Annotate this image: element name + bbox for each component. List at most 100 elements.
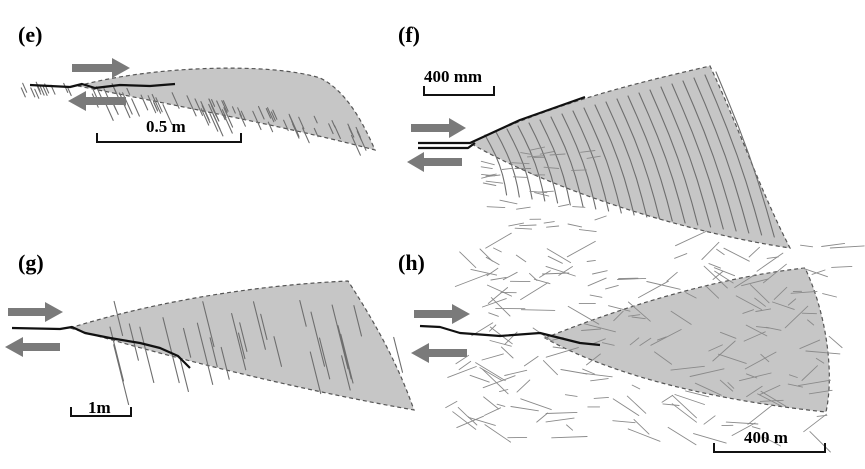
panel-h-fracture — [807, 319, 815, 326]
panel-e-fracture — [328, 123, 334, 135]
panel-f-fracture — [529, 190, 548, 194]
panel-h-fracture — [552, 346, 566, 349]
panel-e-fracture — [240, 110, 246, 121]
panel-f-left-slip-arrow — [407, 152, 462, 172]
panel-h-fracture — [822, 293, 837, 298]
panel-h-fracture — [760, 353, 770, 363]
panel-f-fracture — [539, 119, 571, 206]
panel-g-fracture — [299, 299, 307, 327]
panel-h-fracture — [748, 246, 760, 258]
panel-f-fracture — [529, 146, 546, 151]
panel-h-fracture — [582, 368, 595, 375]
panel-f-fracture — [488, 174, 501, 177]
panel-h-fracture — [749, 284, 770, 304]
panel-e-scale-bar — [96, 133, 242, 143]
panel-h-fracture — [831, 265, 853, 268]
panel-h-fracture — [798, 379, 831, 387]
panel-h-fracture — [746, 373, 758, 379]
panel-h-fracture — [586, 259, 596, 262]
panel-h-fracture — [631, 316, 646, 320]
panel-e-fracture — [126, 87, 131, 95]
panel-e-fracture — [20, 87, 26, 98]
panel-e-fractures — [20, 81, 367, 156]
panel-h-fracture — [605, 284, 619, 290]
panel-h-fracture — [693, 433, 727, 444]
panel-h-fracture — [587, 277, 607, 287]
panel-e-fracture — [30, 87, 36, 98]
panel-h-main-fault — [419, 324, 601, 347]
panel-e-damage-zone — [77, 67, 377, 151]
panel-h-fracture — [828, 335, 843, 349]
panel-f-fracture — [627, 95, 673, 222]
panel-f-fracture — [649, 89, 699, 226]
panel-h-fracture — [745, 324, 768, 337]
panel-f-right-slip-arrow — [411, 118, 466, 138]
panel-e-fracture — [288, 115, 300, 138]
panel-h-fracture — [502, 271, 518, 281]
panel-e-fracture — [222, 100, 229, 112]
panel-h-fracture — [766, 256, 779, 259]
panel-h-fracture — [821, 242, 846, 247]
panel-h-fracture — [666, 271, 678, 282]
panel-h-fracture — [762, 263, 787, 284]
panel-h-fracture — [566, 240, 596, 258]
panel-h-fracture — [712, 271, 724, 280]
panel-h-fracture — [589, 294, 603, 298]
panel-h-fracture — [746, 385, 763, 398]
panel-g: (g) 1m — [5, 250, 415, 417]
panel-h-fracture — [685, 390, 710, 398]
panel-h-fracture — [541, 272, 570, 275]
panel-f-fracture — [528, 122, 559, 204]
panel-h-fracture — [800, 244, 814, 248]
panel-f-fracture — [514, 227, 533, 230]
panel-h-fracture — [801, 365, 818, 381]
panel-h-fracture — [734, 274, 756, 288]
panel-h-fracture — [803, 413, 827, 433]
panel-f-fracture — [519, 224, 537, 227]
panel-h-fracture — [536, 412, 549, 423]
panel-h-left-slip-arrow — [411, 343, 467, 363]
panel-h-fracture — [703, 265, 728, 289]
panel-e-fracture — [313, 127, 319, 138]
panel-g-fracture — [113, 300, 124, 337]
panel-h-fracture — [475, 362, 506, 382]
panel-e-fracture — [35, 81, 41, 92]
panel-h-fracture — [520, 309, 556, 311]
panel-h-fracture — [627, 428, 661, 442]
panel-h-right-slip-arrow — [414, 304, 470, 324]
panel-e-fracture — [221, 109, 227, 119]
panel-h-fracture — [674, 394, 705, 405]
panel-g-fracture — [341, 355, 351, 391]
panel-f-fracture — [520, 152, 533, 155]
panel-h-fracture — [608, 305, 631, 312]
panel-h-fracture — [458, 360, 472, 371]
panel-f-fracture — [571, 169, 587, 171]
panel-e-fracture — [231, 106, 236, 114]
panel-f-fracture — [534, 192, 550, 197]
panel-e-fracture — [39, 85, 45, 96]
panel-h-fracture — [725, 421, 759, 425]
panel-f-notch — [418, 142, 476, 150]
panel-e-fracture — [237, 107, 243, 117]
panel-e-fracture — [209, 113, 219, 132]
panel-f-fracture — [511, 162, 530, 165]
panel-f-fracture — [594, 104, 635, 216]
panel-h-fracture — [490, 276, 507, 281]
panel-h-fracture — [532, 327, 555, 343]
panel-e-fracture — [211, 99, 216, 107]
panel-f-damage-zone — [468, 65, 792, 249]
panel-h-fracture — [650, 329, 682, 346]
panel-h-fracture — [772, 301, 795, 310]
panel-e-fracture — [292, 123, 300, 139]
panel-h-fracture — [593, 396, 609, 399]
panel-h-fracture — [617, 277, 647, 280]
panel-e-fracture — [151, 93, 162, 114]
panel-f-fracture — [495, 131, 520, 198]
panel-h-fracture — [445, 400, 458, 409]
panel-h-fracture — [805, 350, 841, 355]
panel-f-fracture — [501, 167, 514, 170]
panel-h-fracture — [731, 422, 756, 436]
panel-h-fracture — [801, 267, 828, 278]
panel-e-right-slip-arrow — [72, 58, 130, 78]
